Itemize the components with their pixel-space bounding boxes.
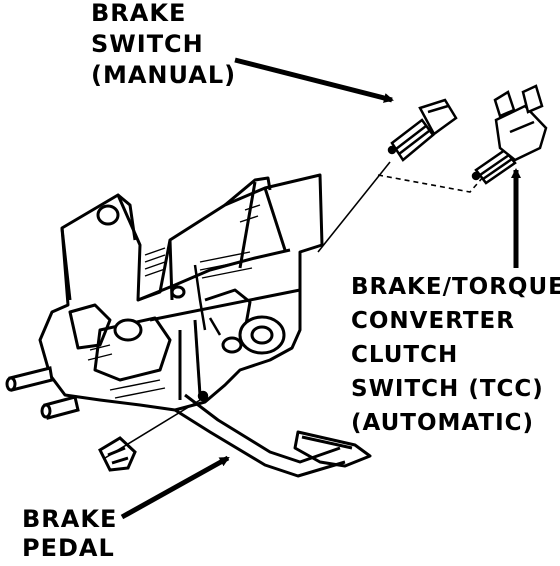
label-line: BRAKE/TORQUE	[351, 274, 560, 300]
brake-pedal-arrow	[120, 455, 230, 520]
pivot-bushings	[96, 204, 286, 355]
label-line: CONVERTER	[351, 308, 515, 334]
label-brake-torque-switch: BRAKE/TORQUE CONVERTER CLUTCH SWITCH (TC…	[351, 270, 560, 440]
manual-brake-switch	[387, 98, 458, 162]
tcc-switch	[471, 84, 548, 185]
label-brake-pedal: BRAKE PEDAL	[22, 505, 117, 563]
bracket-shading	[87, 204, 261, 399]
label-brake-switch-manual: BRAKE SWITCH (MANUAL)	[91, 0, 236, 91]
label-line: BRAKE	[91, 0, 187, 27]
label-line: (MANUAL)	[91, 61, 237, 89]
label-line: (AUTOMATIC)	[351, 410, 535, 436]
label-line: SWITCH (TCC)	[351, 376, 544, 402]
connection-lines	[104, 161, 485, 459]
brake-pedal-arm	[174, 393, 372, 478]
label-line: PEDAL	[22, 534, 115, 562]
manual-switch-arrow	[234, 57, 394, 103]
label-line: SWITCH	[91, 30, 204, 58]
leader-arrows	[120, 57, 521, 520]
label-line: BRAKE	[22, 505, 118, 533]
label-line: CLUTCH	[351, 342, 459, 368]
mounting-studs	[5, 366, 80, 420]
linkage-details	[193, 264, 222, 402]
